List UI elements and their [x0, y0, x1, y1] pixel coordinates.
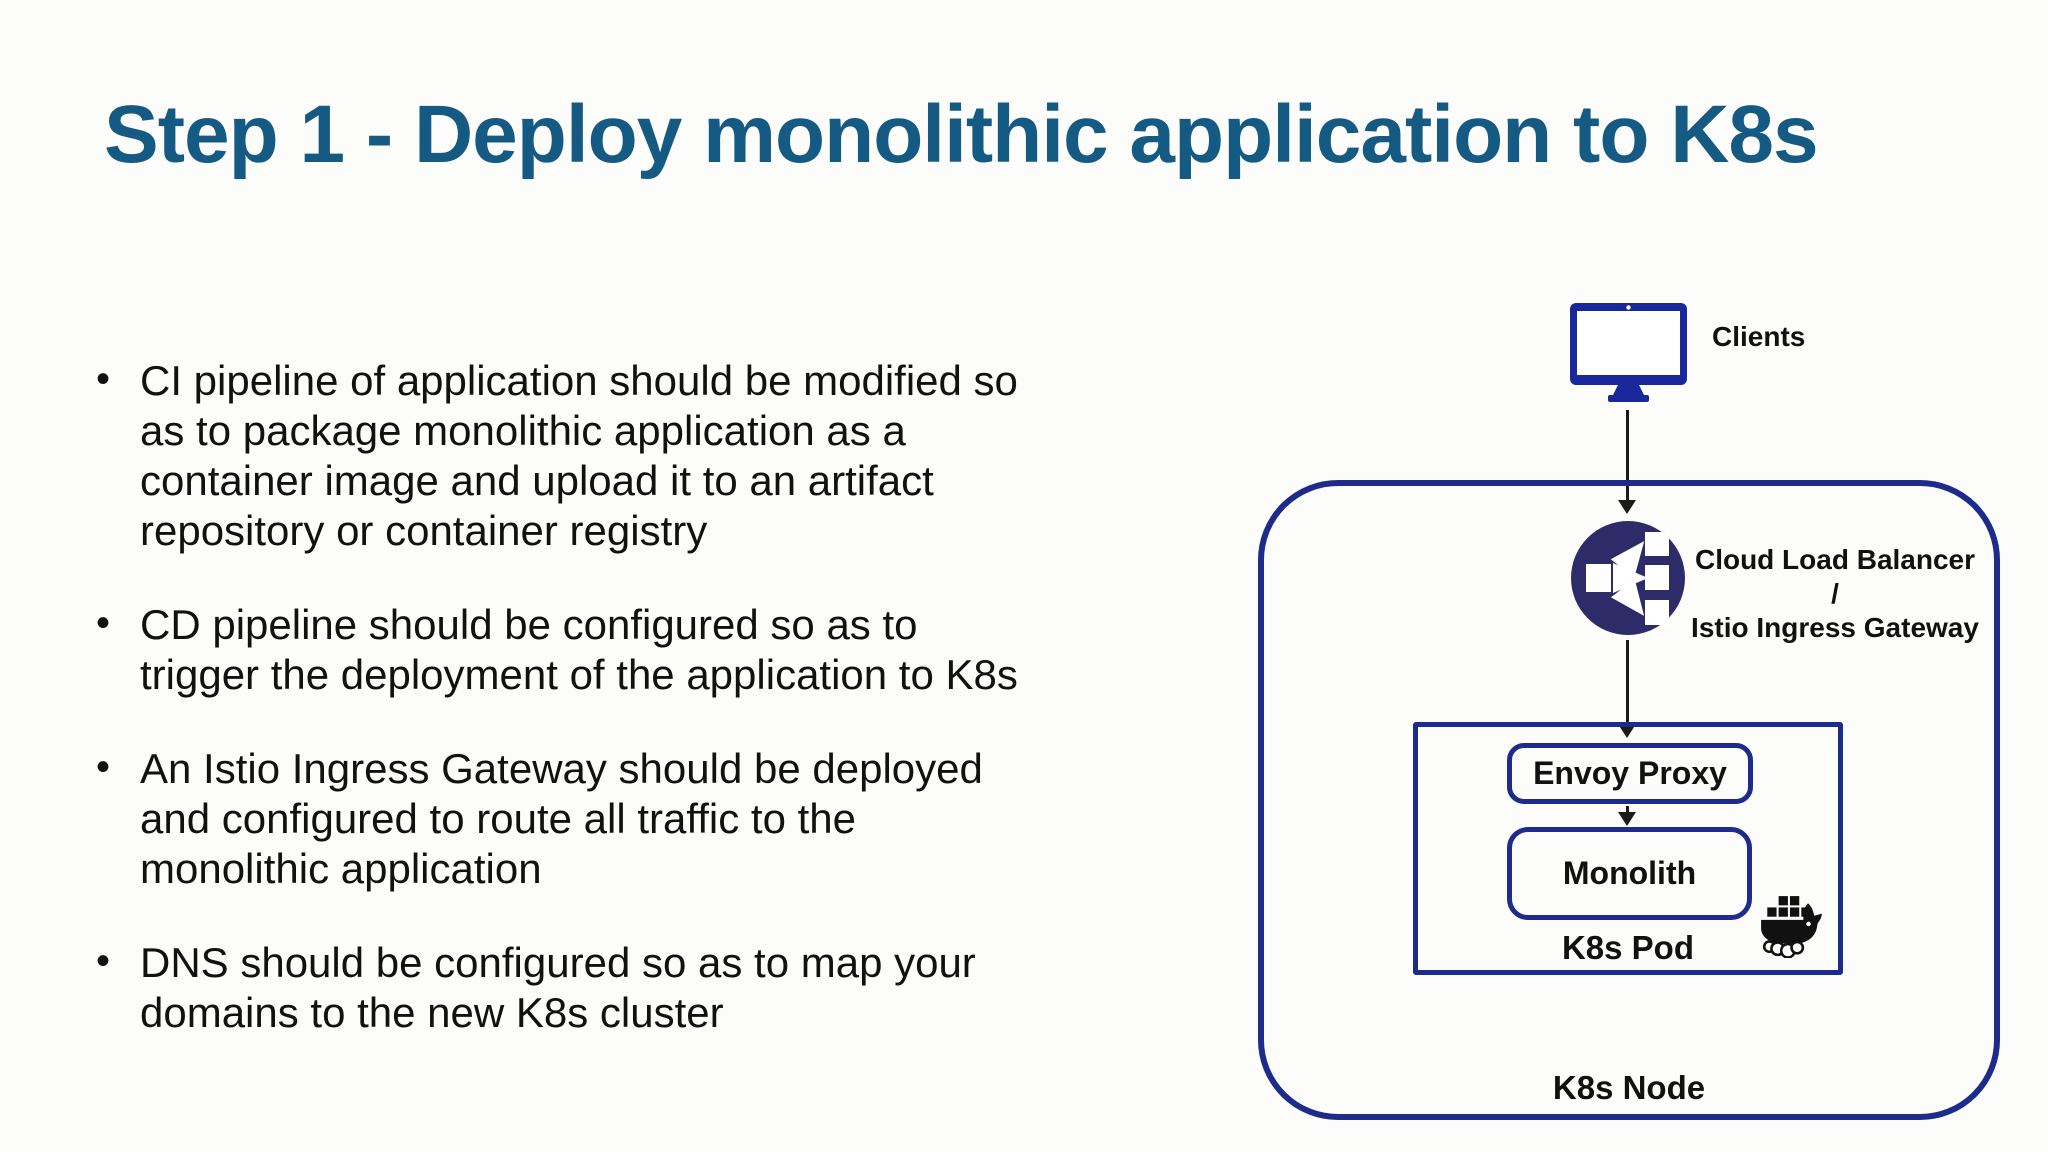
bullet-item-istio-gateway: An Istio Ingress Gateway should be deplo…: [96, 742, 1196, 894]
monolith-label: Monolith: [1562, 855, 1697, 891]
arrow-lb-to-envoy: [1626, 640, 1629, 724]
k8s-pod-box: [1413, 722, 1843, 975]
arrow-lb-to-envoy-head: [1618, 724, 1636, 738]
load-balancer-label: Cloud Load Balancer / Istio Ingress Gate…: [1690, 543, 1980, 645]
load-balancer-icon: [1571, 521, 1685, 635]
bullet-item-cd-pipeline: CD pipeline should be configured so as t…: [96, 598, 1196, 700]
load-balancer-label-line2: Istio Ingress Gateway: [1691, 612, 1979, 643]
k8s-node-label: K8s Node: [1552, 1069, 1706, 1106]
monolith-box: Monolith: [1507, 827, 1752, 920]
load-balancer-label-line1: Cloud Load Balancer /: [1694, 544, 1976, 609]
arrow-clients-to-lb-head: [1618, 500, 1636, 514]
k8s-pod-label: K8s Pod: [1561, 929, 1695, 966]
page-title: Step 1 - Deploy monolithic application t…: [104, 89, 1819, 180]
k8s-node-box: [1258, 480, 2000, 1120]
bullet-item-dns: DNS should be configured so as to map yo…: [96, 936, 1196, 1038]
arrow-envoy-to-monolith: [1626, 806, 1629, 814]
bullet-item-ci-pipeline: CI pipeline of application should be mod…: [96, 354, 1196, 556]
clients-label: Clients: [1712, 321, 1806, 352]
envoy-proxy-label: Envoy Proxy: [1533, 755, 1727, 791]
monitor-icon: [1570, 303, 1687, 402]
bullet-list: CI pipeline of application should be mod…: [96, 354, 1196, 1082]
arrow-envoy-to-monolith-head: [1618, 812, 1636, 826]
arrow-clients-to-lb: [1626, 410, 1629, 500]
docker-whale-icon: [1761, 896, 1822, 958]
envoy-proxy-box: Envoy Proxy: [1507, 743, 1753, 804]
